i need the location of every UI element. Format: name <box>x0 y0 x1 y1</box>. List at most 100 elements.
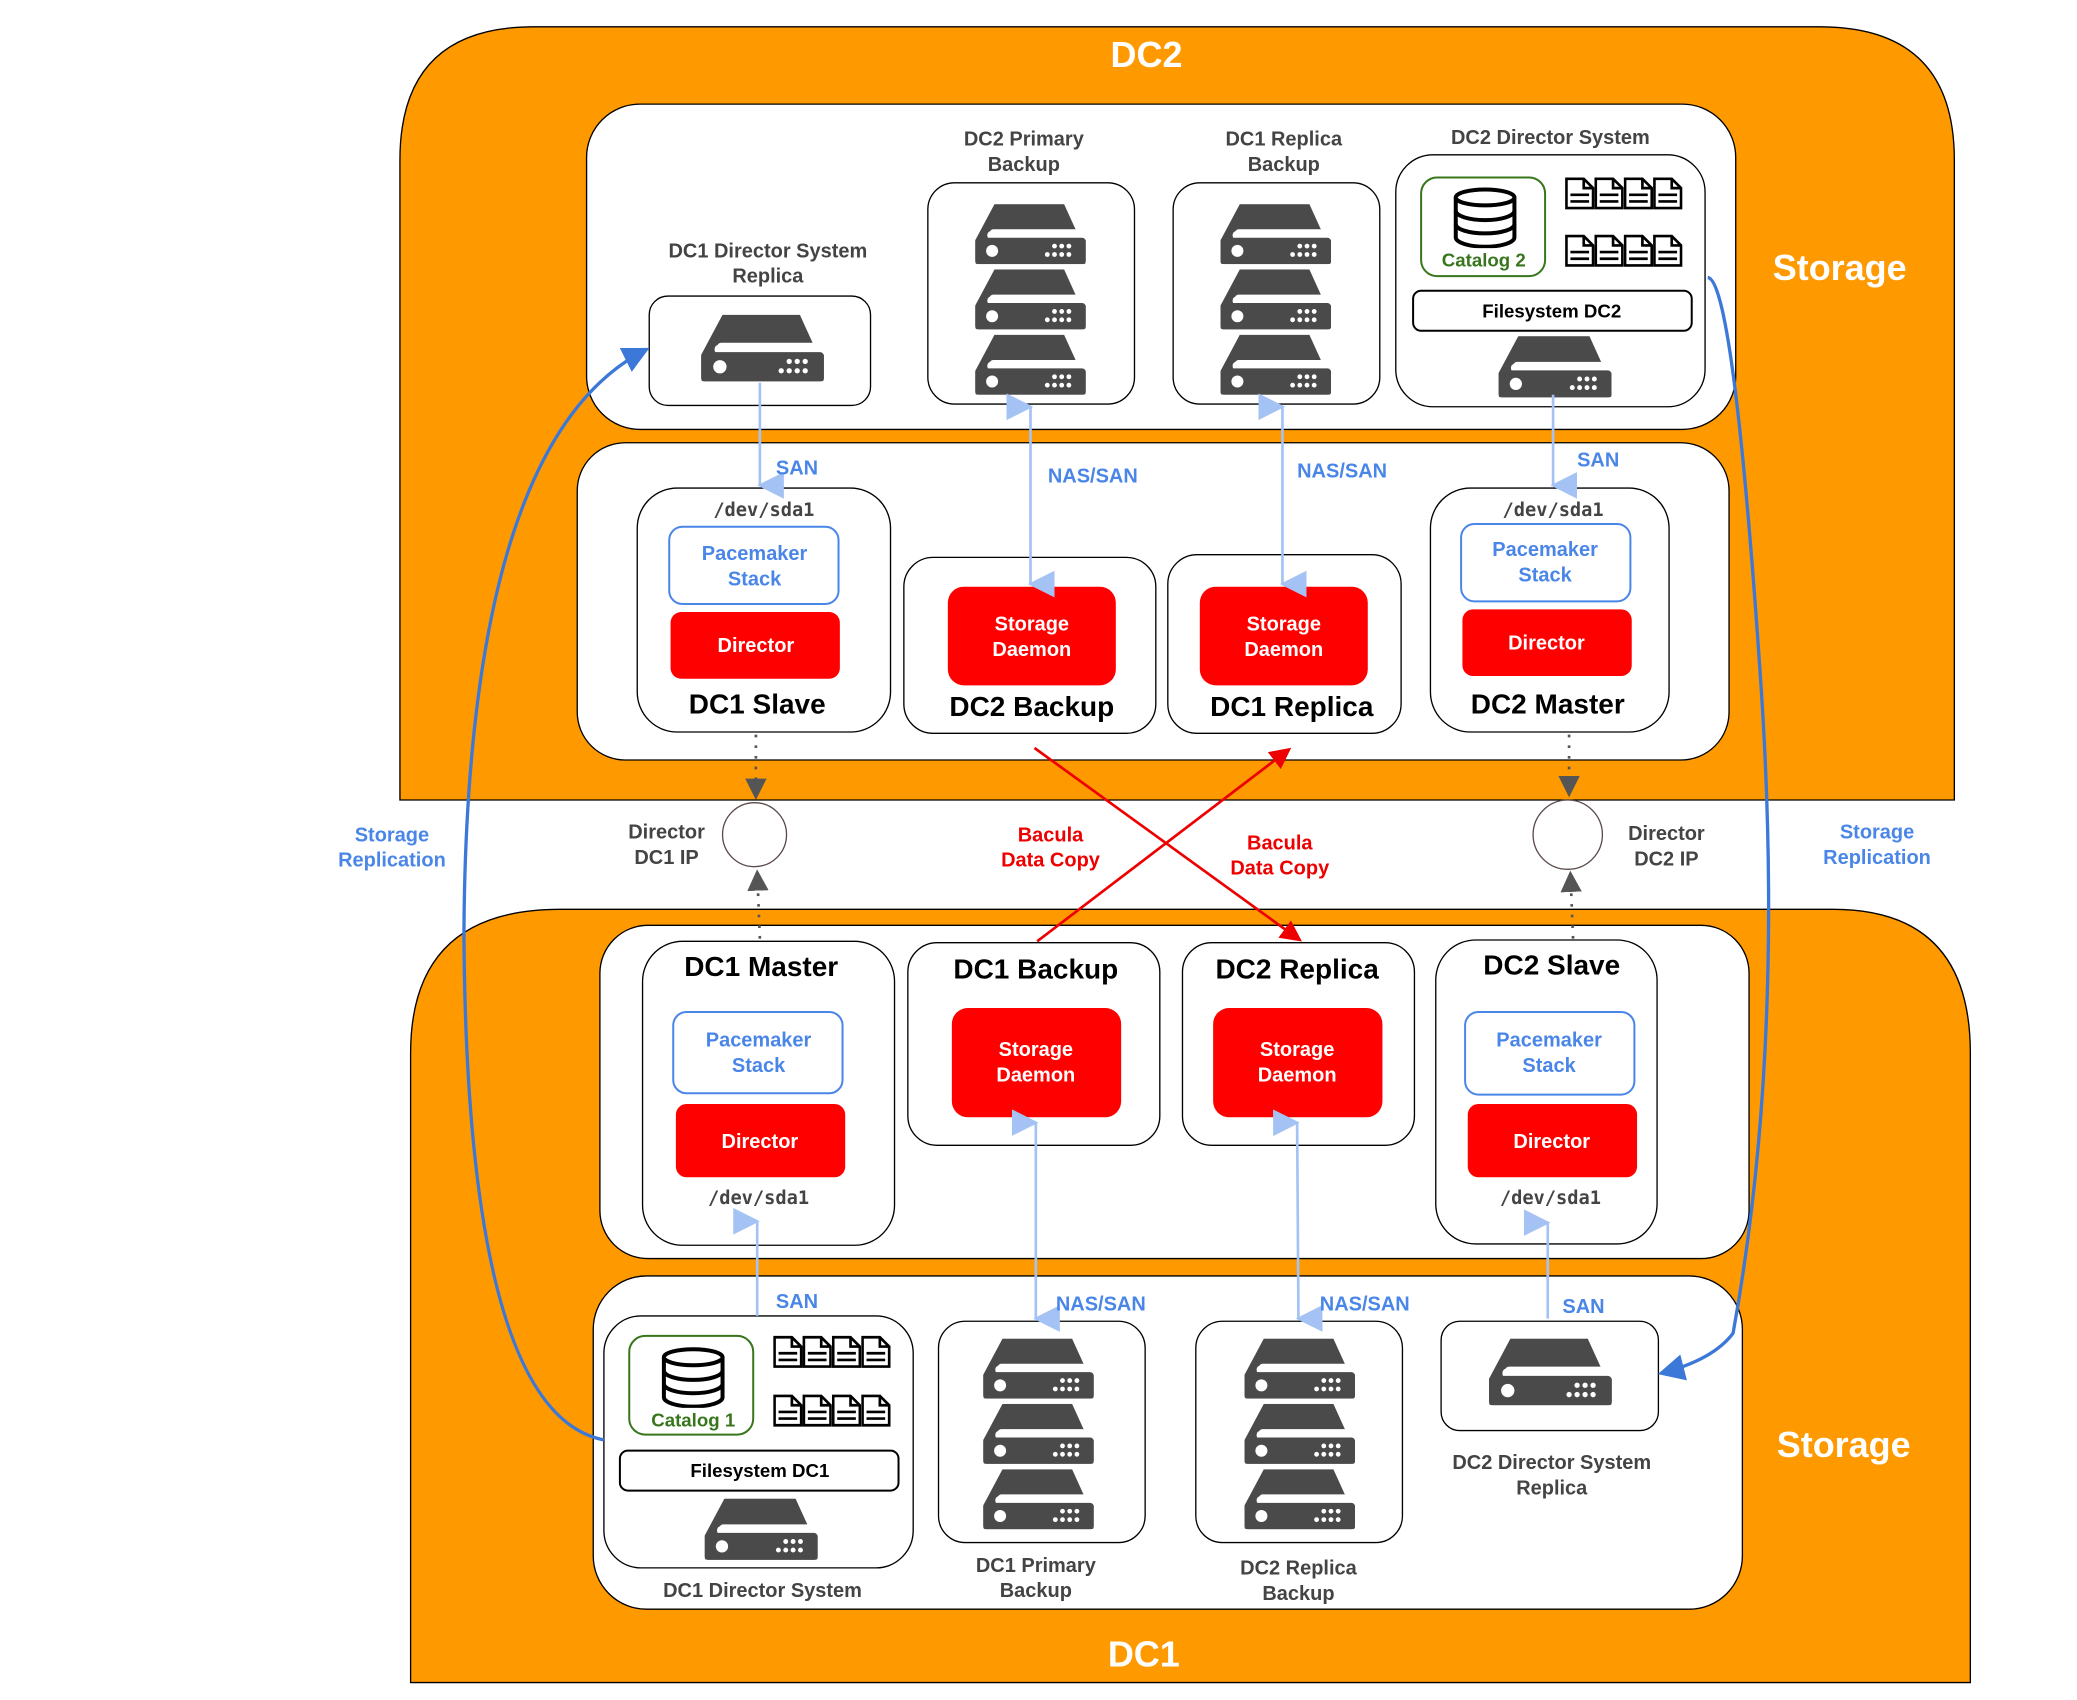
director-label: Director <box>1513 1131 1590 1153</box>
dc2-storage-label: Storage <box>1773 247 1907 288</box>
pacemaker-stack <box>672 1010 844 1095</box>
director-dc1-ip-label-2: DC1 IP <box>634 847 698 869</box>
dc1-director-system-label: DC1 Director System <box>663 1580 862 1602</box>
dc1-primary-backup-label: DC1 Primary <box>976 1555 1096 1577</box>
filesystem-dc1-label: Filesystem DC1 <box>690 1460 829 1481</box>
director-label: Director <box>718 635 795 657</box>
dev-path: /dev/sda1 <box>1500 1188 1601 1209</box>
storage-daemon-block <box>947 586 1116 686</box>
san-label: SAN <box>1577 450 1619 472</box>
filesystem-dc2[interactable] <box>1412 289 1693 332</box>
san-label: SAN <box>776 1291 818 1313</box>
dc1-director-replica-label-2: Replica <box>732 266 804 288</box>
storage-replication-label-2: Replication <box>1823 847 1931 869</box>
pacemaker-label-2: Stack <box>1522 1055 1576 1077</box>
director-label: Director <box>1508 632 1585 654</box>
ip-failover-links <box>745 734 1582 939</box>
database-icon <box>661 1347 725 1408</box>
dc2-primary-backup-label-2: Backup <box>988 154 1060 176</box>
director-block <box>1462 609 1632 677</box>
daemon-label-2: Daemon <box>1244 639 1323 661</box>
dc2-replica-backup-label-2: Backup <box>1262 1583 1334 1605</box>
daemon-label: Storage <box>1260 1039 1334 1061</box>
storage-replication-label: Storage <box>355 824 429 846</box>
dc2-director-replica-label-2: Replica <box>1516 1478 1588 1500</box>
dc1-links <box>733 1109 1551 1332</box>
pacemaker-label-2: Stack <box>728 568 782 590</box>
database-icon <box>1453 187 1517 249</box>
director-block <box>675 1103 846 1178</box>
dc1-director-replica-label: DC1 Director System <box>668 240 867 262</box>
bacula-copy-links <box>1033 746 1302 943</box>
director-dc2-ip-label: Director <box>1628 823 1705 845</box>
node-title: DC1 Replica <box>1210 691 1374 722</box>
nas-san-label: NAS/SAN <box>1048 466 1138 488</box>
pacemaker-label-2: Stack <box>732 1055 786 1077</box>
pacemaker-stack <box>1464 1010 1636 1096</box>
director-dc1-ip-label: Director <box>628 822 705 844</box>
bacula-copy-label-2: Data Copy <box>1230 858 1329 880</box>
storage-daemon-block <box>951 1007 1122 1118</box>
san-label: SAN <box>1562 1296 1604 1318</box>
node-dc2-slave[interactable]: DC2 Slave Pacemaker Stack Director /dev/… <box>1435 939 1658 1245</box>
dc1-storage-label: Storage <box>1777 1424 1911 1465</box>
dev-path: /dev/sda1 <box>1503 500 1604 521</box>
dc2-director-replica-label: DC2 Director System <box>1452 1452 1651 1474</box>
pacemaker-label: Pacemaker <box>1492 539 1598 561</box>
filesystem-dc2-label: Filesystem DC2 <box>1482 300 1621 321</box>
pacemaker-stack <box>1460 523 1632 603</box>
node-dc1-replica[interactable]: Storage Daemon DC1 Replica <box>1167 554 1402 735</box>
node-title: DC2 Backup <box>949 691 1114 722</box>
dc1-title: DC1 <box>1108 1634 1180 1675</box>
director-block <box>1467 1103 1638 1178</box>
node-dc2-backup[interactable]: Storage Daemon DC2 Backup <box>903 556 1157 735</box>
node-title: DC2 Slave <box>1483 950 1620 981</box>
bacula-copy-label: Bacula <box>1018 824 1084 846</box>
node-dc2-master[interactable]: /dev/sda1 Pacemaker Stack Director DC2 M… <box>1429 487 1670 733</box>
filesystem-dc1[interactable] <box>618 1449 900 1492</box>
nas-san-label: NAS/SAN <box>1056 1294 1146 1316</box>
node-dc1-slave[interactable]: /dev/sda1 Pacemaker Stack Director DC1 S… <box>636 487 892 733</box>
dc2-title: DC2 <box>1110 34 1182 75</box>
node-title: DC2 Replica <box>1215 954 1379 985</box>
pacemaker-stack <box>668 525 840 606</box>
dc1-replica-backup-label-2: Backup <box>1248 154 1320 176</box>
dc2-links <box>757 382 1578 598</box>
dc2-director-system-label: DC2 Director System <box>1451 127 1650 149</box>
director-label: Director <box>722 1131 799 1153</box>
dc2-replica-backup-label: DC2 Replica <box>1240 1558 1358 1580</box>
storage-replication-links <box>462 275 1771 1442</box>
nas-san-label: NAS/SAN <box>1320 1294 1410 1316</box>
nas-san-label: NAS/SAN <box>1297 460 1387 482</box>
daemon-label-2: Daemon <box>996 1064 1075 1086</box>
dc2-primary-backup-label: DC2 Primary <box>964 128 1084 150</box>
dc1-primary-backup-label-2: Backup <box>1000 1580 1072 1602</box>
daemon-label: Storage <box>999 1039 1073 1061</box>
dev-path: /dev/sda1 <box>708 1188 809 1209</box>
node-dc2-replica[interactable]: DC2 Replica Storage Daemon <box>1181 941 1416 1146</box>
daemon-label-2: Daemon <box>992 639 1071 661</box>
pacemaker-label: Pacemaker <box>706 1030 812 1052</box>
director-dc1-ip-node[interactable] <box>721 802 788 868</box>
daemon-label-2: Daemon <box>1258 1064 1337 1086</box>
daemon-label: Storage <box>1247 614 1321 636</box>
node-dc1-master[interactable]: DC1 Master Pacemaker Stack Director /dev… <box>641 940 896 1246</box>
daemon-label: Storage <box>995 614 1069 636</box>
bacula-copy-label: Bacula <box>1247 832 1313 854</box>
node-title: DC1 Backup <box>953 954 1118 985</box>
director-dc2-ip-node[interactable] <box>1532 799 1604 870</box>
node-title: DC1 Master <box>684 951 838 982</box>
node-title: DC1 Slave <box>689 688 826 719</box>
san-label: SAN <box>776 458 818 480</box>
storage-replication-label-2: Replication <box>338 850 446 872</box>
pacemaker-label-2: Stack <box>1518 564 1572 586</box>
dev-path: /dev/sda1 <box>713 500 814 521</box>
director-dc2-ip-label-2: DC2 IP <box>1634 848 1698 870</box>
storage-daemon-block <box>1213 1007 1383 1118</box>
pacemaker-label: Pacemaker <box>702 543 808 565</box>
bacula-copy-label-2: Data Copy <box>1001 850 1100 872</box>
pacemaker-label: Pacemaker <box>1496 1030 1602 1052</box>
node-dc1-backup[interactable]: DC1 Backup Storage Daemon <box>907 941 1161 1146</box>
catalog-2-label: Catalog 2 <box>1442 250 1526 271</box>
